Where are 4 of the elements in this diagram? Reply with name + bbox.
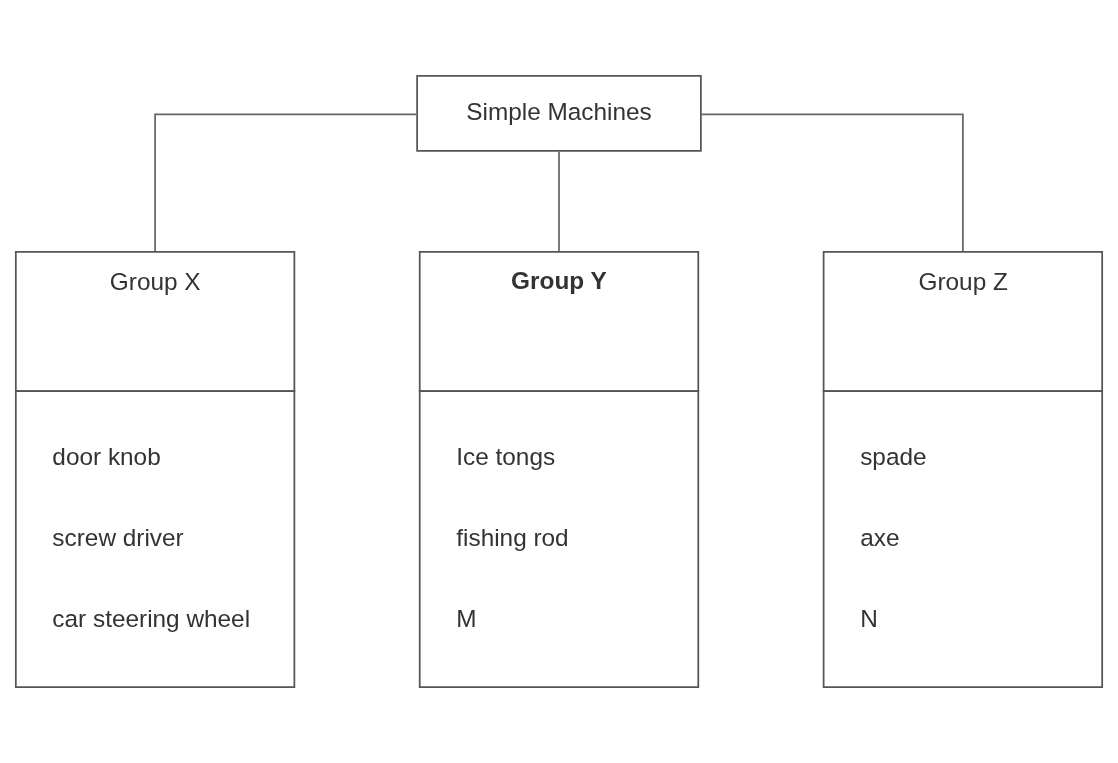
connector [558,150,560,253]
connector [700,113,964,253]
connector [154,113,418,253]
node-box: Simple Machines [416,75,702,152]
